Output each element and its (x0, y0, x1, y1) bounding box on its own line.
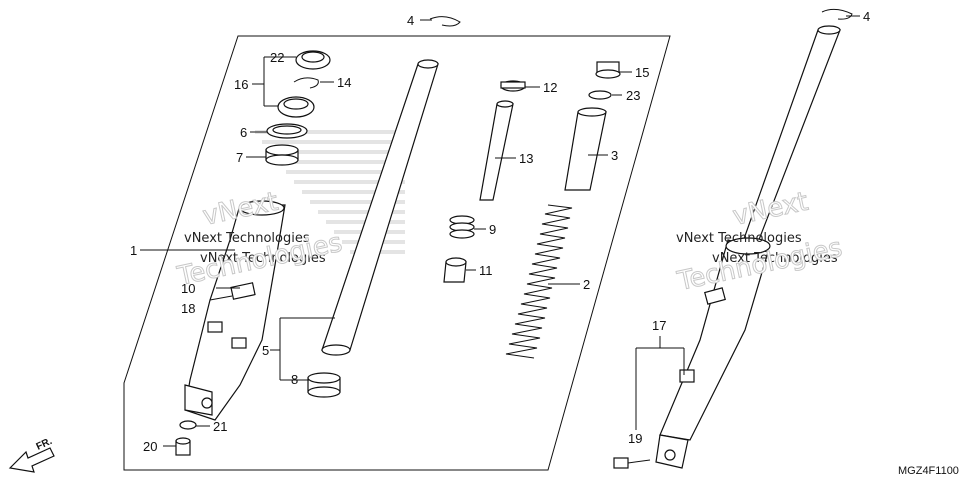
diagram-code: MGZ4F1100 (898, 465, 959, 477)
callout-4-left: 4 (407, 13, 414, 28)
callout-7: 7 (236, 150, 243, 165)
socket-bolt (175, 437, 191, 456)
callout-8: 8 (291, 372, 298, 387)
callout-15: 15 (635, 65, 649, 80)
callout-9: 9 (489, 222, 496, 237)
fork-spring (505, 204, 573, 359)
callout-14: 14 (337, 75, 351, 90)
fork-pipe (321, 59, 439, 356)
stopper-ring (293, 77, 319, 89)
oil-seal (277, 96, 315, 118)
callout-4-right: 4 (863, 9, 870, 24)
callout-1: 1 (130, 243, 137, 258)
fork-slider-left (184, 200, 286, 421)
watermark-left-line2: vNext Technologies (200, 251, 326, 266)
slider-bushing (265, 144, 299, 166)
callout-12: 12 (543, 80, 557, 95)
circlip-right (821, 8, 853, 20)
callout-18: 18 (181, 301, 195, 316)
callout-22: 22 (270, 50, 284, 65)
leader-lines (140, 15, 860, 447)
pipe-bushing (307, 372, 341, 398)
text-watermarks: vNext Technologies vNext Technologies vN… (174, 186, 846, 297)
watermark-left-line1: vNext Technologies (184, 231, 310, 246)
callout-20: 20 (143, 439, 157, 454)
fork-assembly-right (655, 25, 841, 469)
callout-2: 2 (583, 277, 590, 292)
callout-5: 5 (262, 343, 269, 358)
callout-10: 10 (181, 281, 195, 296)
dust-seal (295, 50, 331, 70)
callout-13: 13 (519, 151, 533, 166)
circlip-left (429, 16, 461, 27)
back-up-ring (266, 123, 308, 139)
callout-23: 23 (626, 88, 640, 103)
callout-19: 19 (628, 431, 642, 446)
callout-11: 11 (479, 263, 493, 278)
rod-seal (500, 80, 526, 92)
oil-lock-piece (443, 257, 467, 283)
callout-21: 21 (213, 419, 227, 434)
callout-6: 6 (240, 125, 247, 140)
assembly-boundary (123, 35, 671, 471)
fork-bolt (595, 61, 621, 79)
callout-labels: 1 2 3 4 4 5 6 7 8 9 10 11 12 13 14 15 16… (130, 9, 870, 454)
o-ring (588, 90, 612, 100)
spring-spacer (564, 107, 607, 191)
watermark-right-line1: vNext Technologies (676, 231, 802, 246)
socket-bolt-right (613, 457, 651, 469)
front-direction-arrow: FR. (8, 436, 55, 473)
damper-rod (479, 100, 514, 201)
callout-16: 16 (234, 77, 248, 92)
callout-3: 3 (611, 148, 618, 163)
watermark-right-large-a: vNext (730, 187, 811, 232)
callout-17: 17 (652, 318, 666, 333)
watermark-right-line2: vNext Technologies (712, 251, 838, 266)
rebound-spring (449, 215, 475, 239)
sealing-washer (179, 420, 197, 430)
